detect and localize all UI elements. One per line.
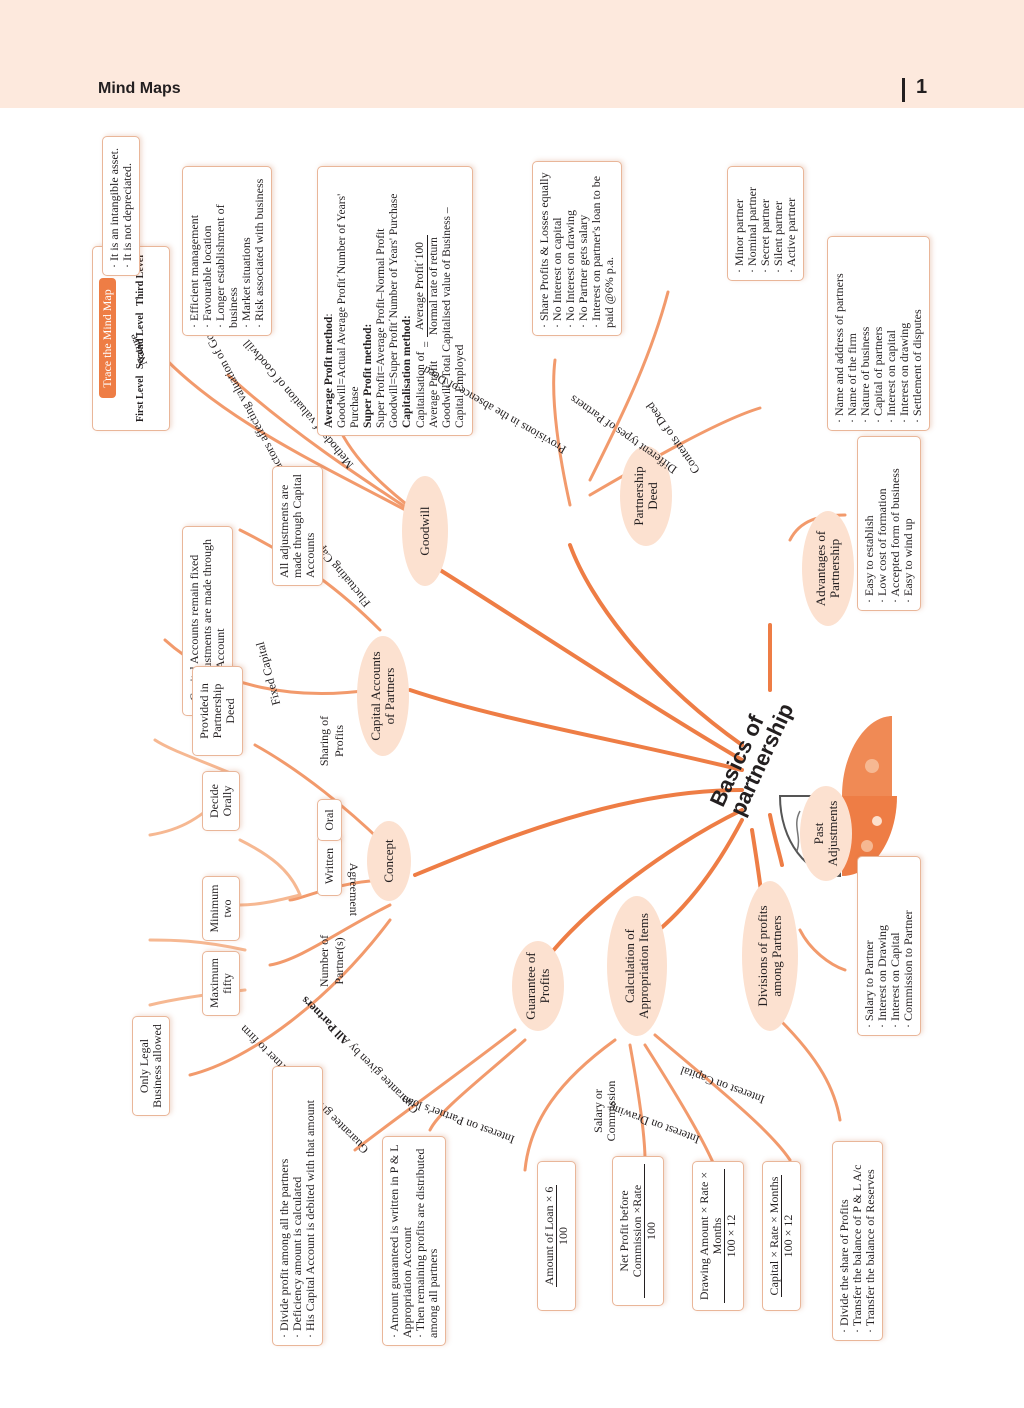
avg-method-title: Average Profit method: [323, 316, 335, 428]
goodwill-nature-item: It is not depreciated.: [120, 144, 134, 268]
box-fluctuating: All adjustments are made through Capital…: [272, 466, 323, 586]
fluctuating-text: All adjustments are made through Capital…: [277, 474, 317, 578]
label-agreement: Agreement: [347, 862, 361, 916]
node-advantages: Advantages of Partnership: [802, 511, 854, 626]
label-interest-capital: Interest on Capital: [678, 1063, 767, 1107]
node-calculation: Calculation of Appropriation Items: [607, 896, 667, 1036]
cap-eq: =: [421, 341, 433, 348]
capital-denominator: 100 × 12: [781, 1214, 795, 1258]
node-divisions: Divisions of profits among Partners: [742, 881, 798, 1031]
advantage-item: Easy to wind up: [901, 444, 915, 603]
past-adjustment-item: Commission to Partner: [901, 864, 915, 1028]
by-partner-item: His Capital Account is debited with that…: [303, 1074, 317, 1338]
deed-provision-item: Interest on partner's loan to be paid @6…: [589, 169, 616, 328]
provided-in-deed-text: Provided in Partnership Deed: [197, 683, 237, 739]
box-divisions: Divide the share of Profits Transfer the…: [832, 1141, 883, 1341]
loan-denominator: 100: [556, 1227, 570, 1246]
box-by-partner: Divide profit among all the partners Def…: [272, 1066, 323, 1346]
mind-map-rotated: Basics of partnership Trace the Mind Map…: [92, 136, 930, 1356]
commission-denominator: 100: [644, 1222, 658, 1240]
division-item: Transfer the balance of Reserves: [863, 1149, 877, 1333]
drawing-denominator: 100 × 12: [724, 1214, 738, 1258]
page-number: 1: [916, 76, 928, 98]
minimum-text: Minimum two: [207, 884, 234, 933]
box-past-adjustments: Salary to Partner Interest on Drawing In…: [857, 856, 921, 1036]
box-minimum: Minimum two: [202, 876, 240, 941]
node-goodwill: Goodwill: [402, 476, 448, 586]
label-by-all-bold: All Partners: [298, 993, 353, 1049]
legend-title: Trace the Mind Map: [99, 278, 116, 399]
node-guarantee: Guarantee of Profits: [512, 941, 564, 1031]
branch-past: [768, 813, 784, 867]
partner-type-item: Active partner: [784, 174, 798, 273]
drawing-numerator: Drawing Amount × Rate × Months: [697, 1169, 725, 1303]
node-capital-accounts: Capital Accounts of Partners: [357, 636, 409, 756]
by-all-item: Then remaining profits are distributed a…: [413, 1144, 440, 1338]
super-method-formula-1: Super Profit=Average Profit–Normal Profi…: [375, 228, 387, 429]
box-deed-provisions: Share Profits & Losses equally No Intere…: [532, 161, 622, 336]
node-past-adjustments: Past Adjustments: [800, 786, 852, 881]
box-by-all: Amount guaranteed is written in P & L Ap…: [382, 1136, 446, 1346]
cap-numerator: Average Profit´100: [414, 235, 428, 338]
header-divider: [902, 78, 905, 102]
branch-goodwill: [438, 568, 744, 762]
box-advantages: Easy to establish Low cost of formation …: [857, 436, 921, 611]
deed-content-item: Settlement of disputes: [910, 244, 924, 423]
cap-method-title: Capitalisation method:: [401, 315, 413, 428]
branch-concept: [413, 788, 744, 877]
label-fixed: Fixed Capital: [252, 640, 284, 707]
box-deed-types: Minor partner Nominal partner Secret par…: [727, 166, 804, 281]
box-decide-orally: Decide Orally: [202, 771, 240, 831]
branch-capital: [408, 688, 744, 772]
page-header-title: Mind Maps: [98, 80, 181, 97]
box-goodwill-nature: It is an intangible asset. It is not dep…: [102, 136, 140, 276]
box-oral: Oral: [317, 799, 342, 841]
branch-deed: [568, 543, 744, 747]
cap-lhs-2: Average Profit: [427, 360, 440, 428]
commission-numerator: Net Profit before Commission ×Rate: [617, 1164, 645, 1298]
label-interest-drawing: Interest on Drawing: [606, 1100, 702, 1147]
box-deed-contents: Name and address of partners Name of the…: [827, 236, 930, 431]
avg-method-formula: Goodwill=Actual Average Profit´Number of…: [336, 193, 361, 428]
cap-lhs-1: Capitalisation of: [414, 351, 427, 428]
goodwill-factor-item: Risk associated with business: [252, 174, 266, 328]
super-method-title: Super Profit method:: [362, 323, 374, 428]
header-band: [0, 0, 1024, 108]
goodwill-factor-item: Longer establishment of business: [213, 174, 240, 328]
capital-numerator: Capital × Rate × Months: [767, 1174, 782, 1298]
decide-orally-text: Decide Orally: [207, 784, 234, 818]
node-concept: Concept: [367, 821, 411, 901]
loan-numerator: Amount of Loan × 6: [542, 1184, 557, 1288]
box-goodwill-factors: Efficient management Favourable location…: [182, 166, 272, 336]
box-only-legal: Only Legal Business allowed: [132, 1016, 170, 1116]
by-all-item: Amount guaranteed is written in P & L Ap…: [387, 1144, 414, 1338]
only-legal-text: Only Legal Business allowed: [137, 1024, 164, 1108]
cap-denominator: Normal rate of return: [428, 237, 440, 336]
legend-first-level: First Level: [135, 375, 146, 422]
label-number-of-partners: Number of Partner(s): [317, 934, 346, 988]
box-provided-in-deed: Provided in Partnership Deed: [192, 666, 243, 756]
label-sharing-profits: Sharing of Profits: [317, 715, 346, 767]
maximum-text: Maximum fifty: [207, 958, 234, 1008]
box-maximum: Maximum fifty: [202, 951, 240, 1016]
box-goodwill-methods: Average Profit method: Goodwill=Actual A…: [317, 166, 473, 436]
super-method-formula-2: Goodwill=Super Profit´Number of Years' P…: [388, 193, 400, 428]
box-written: Written: [317, 836, 342, 896]
